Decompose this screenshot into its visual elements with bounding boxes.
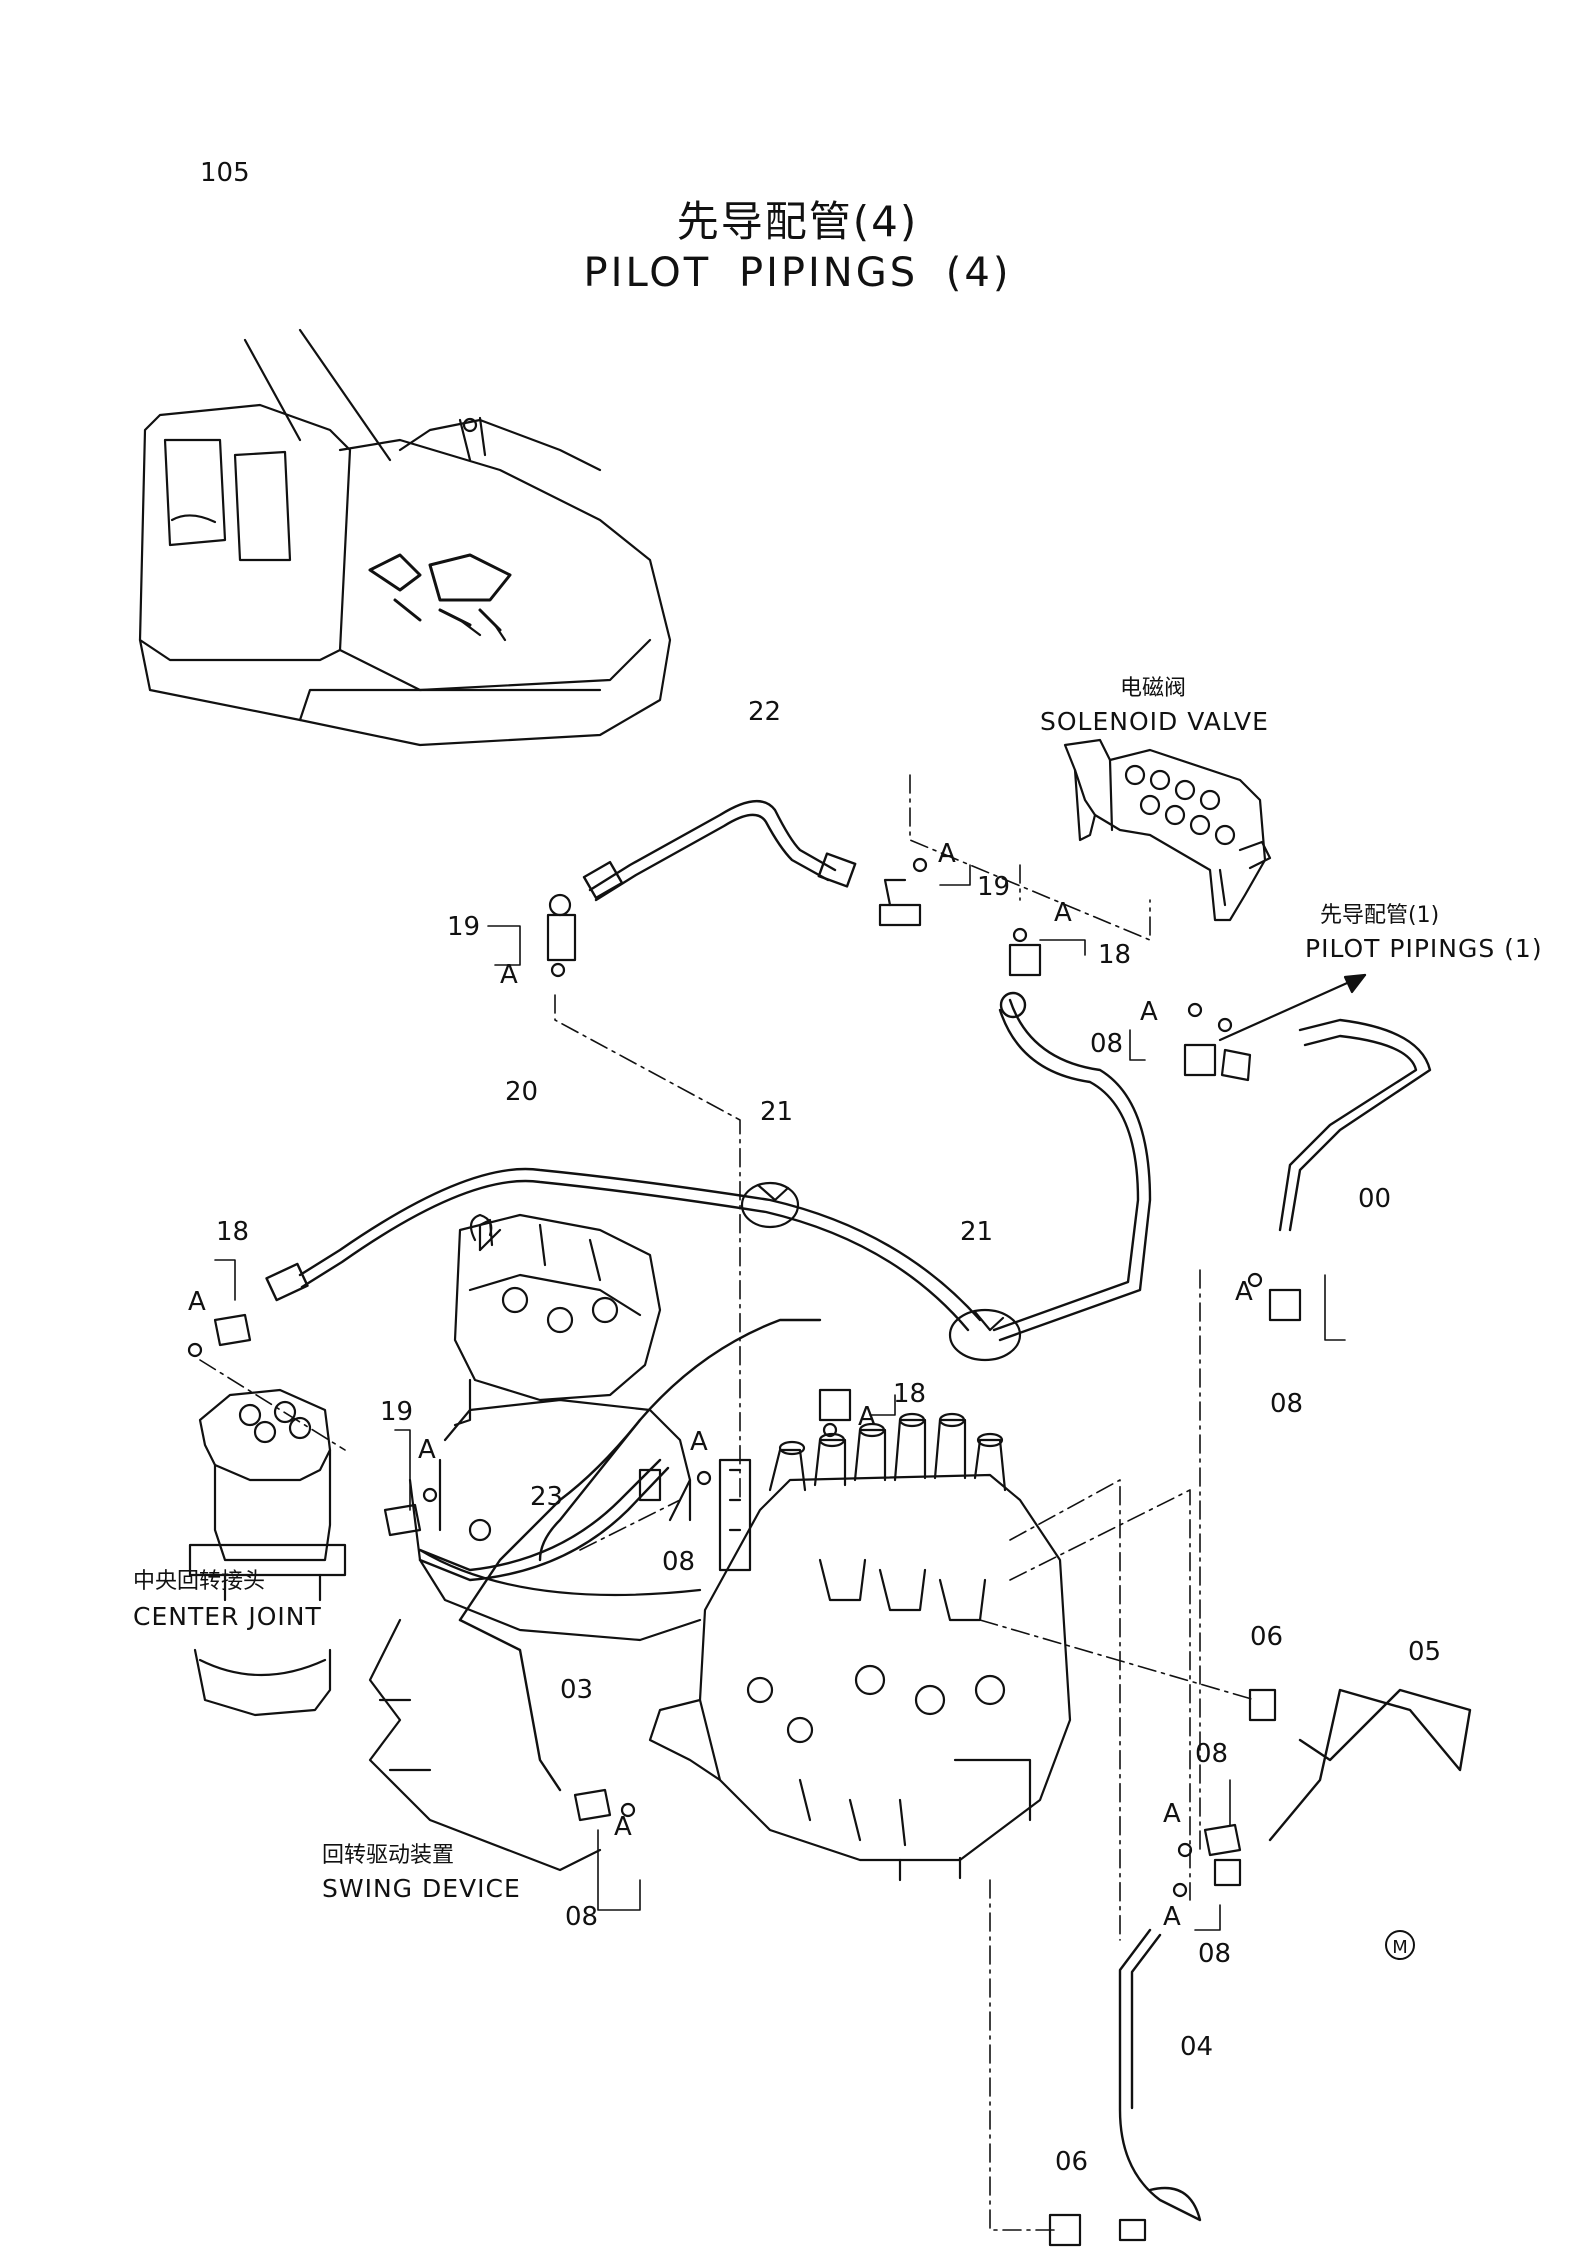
callout-a-08-lower-bottom: A [1163, 1902, 1181, 1932]
dash-dot-leader-lines [199, 774, 1256, 2231]
title-chinese: 先导配管(4) [676, 197, 919, 246]
label-part-08-top: 08 [1090, 1029, 1123, 1059]
callout-a-19-lower: A [418, 1435, 436, 1465]
clamps [740, 1181, 1022, 1362]
callout-a-08-mid: A [690, 1427, 708, 1457]
label-part-00: 00 [1358, 1184, 1391, 1214]
center-joint-label-cn: 中央回转接头 [133, 1569, 265, 1594]
callout-a-08-top: A [1140, 997, 1158, 1027]
label-part-08-bottom: 08 [565, 1902, 598, 1932]
callout-a-08-right: A [1235, 1277, 1253, 1307]
label-part-18-mid: 18 [893, 1379, 926, 1409]
circled-m-mark: M [1385, 1930, 1415, 1960]
swing-device-label-cn: 回转驱动装置 [322, 1843, 454, 1868]
excavator-overview-illustration [138, 328, 672, 747]
pipes-and-hoses [265, 799, 1472, 2222]
label-part-23: 23 [530, 1482, 563, 1512]
label-part-08-lower-bottom: 08 [1198, 1939, 1231, 1969]
label-part-08-lower: 08 [1195, 1739, 1228, 1769]
label-part-22: 22 [748, 697, 781, 727]
label-part-18-left: 18 [216, 1217, 249, 1247]
arrow-to-pilot-pipings-1 [1218, 973, 1367, 1042]
label-part-03: 03 [560, 1675, 593, 1705]
part-labels: 22 19 A 19 A A 18 A 08 00 20 21 21 18 A … [188, 697, 1441, 2177]
center-joint-illustration [188, 1388, 347, 1717]
pilot-pipings-1-label-en: PILOT PIPINGS (1) [1305, 934, 1543, 963]
callout-a-18-top: A [1054, 898, 1072, 928]
label-part-19-lower: 19 [380, 1397, 413, 1427]
pilot-pipings-1-label-cn: 先导配管(1) [1320, 903, 1439, 928]
callout-a-08-lower-top: A [1163, 1799, 1181, 1829]
callout-a-19-left: A [500, 960, 518, 990]
label-part-21-right: 21 [960, 1217, 993, 1247]
callout-a-19-top: A [938, 839, 956, 869]
control-valve-illustration [648, 1412, 1072, 1882]
title-english: PILOT PIPINGS (4) [583, 250, 1012, 296]
label-part-21-left: 21 [760, 1097, 793, 1127]
label-part-05: 05 [1408, 1637, 1441, 1667]
callout-a-18-left: A [188, 1287, 206, 1317]
solenoid-valve-label-en: SOLENOID VALVE [1040, 707, 1269, 736]
callout-a-18-mid: A [858, 1402, 876, 1432]
label-part-19-left: 19 [447, 912, 480, 942]
label-part-08-mid: 08 [662, 1547, 695, 1577]
label-part-20: 20 [505, 1077, 538, 1107]
callout-a-08-bottom: A [614, 1812, 632, 1842]
circled-m-letter: M [1392, 1937, 1408, 1958]
fittings [187, 857, 1302, 2247]
label-part-04: 04 [1180, 2032, 1213, 2062]
swing-device-label-en: SWING DEVICE [322, 1874, 521, 1903]
solenoid-valve-label-cn: 电磁阀 [1120, 676, 1186, 701]
solenoid-valve-assembly [1063, 738, 1272, 922]
center-joint-label-en: CENTER JOINT [133, 1602, 322, 1631]
label-part-19-top: 19 [977, 872, 1010, 902]
label-part-06-bottom: 06 [1055, 2147, 1088, 2177]
component-captions: 电磁阀 SOLENOID VALVE 先导配管(1) PILOT PIPINGS… [133, 676, 1543, 1903]
label-part-06-right: 06 [1250, 1622, 1283, 1652]
swing-device-illustration [368, 1213, 702, 1872]
page-number: 105 [200, 158, 250, 188]
label-part-18-top: 18 [1098, 940, 1131, 970]
label-brackets [214, 864, 1346, 1931]
label-part-08-right: 08 [1270, 1389, 1303, 1419]
